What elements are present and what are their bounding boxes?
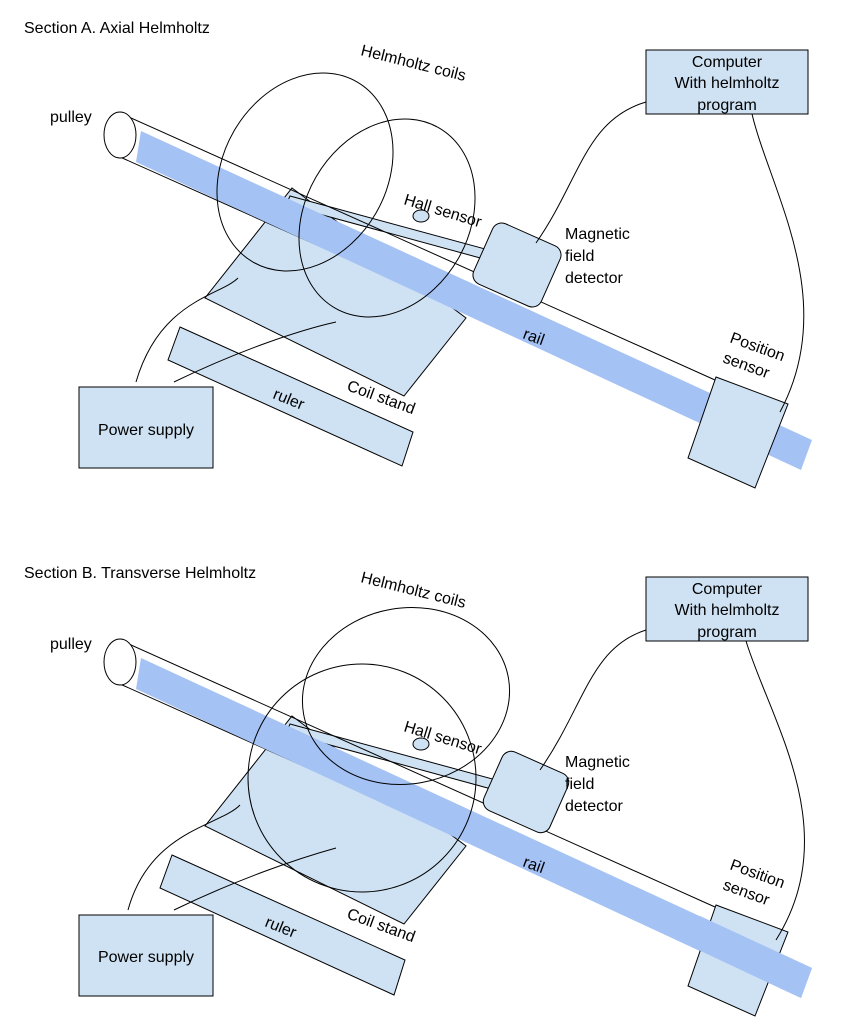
- hall-sensor: [412, 209, 430, 223]
- helmholtz-coil-right: [298, 118, 476, 318]
- position-sensor: [687, 376, 789, 489]
- rail-tube-edge-top: [119, 112, 716, 381]
- computer-label-3: program: [697, 97, 757, 114]
- cable-power-coil-right: [173, 321, 337, 383]
- detector-label-2: field: [565, 248, 594, 265]
- section-b-title: Section B. Transverse Helmholtz: [24, 565, 256, 582]
- rail-tube-edge-top: [119, 639, 716, 908]
- detector-label-1: Magnetic: [565, 226, 630, 243]
- rail-overlap: [690, 916, 812, 998]
- cable-position-computer: [745, 640, 805, 941]
- section-a-title: Section A. Axial Helmholtz: [24, 20, 210, 37]
- cable-power-coil-left: [135, 277, 239, 383]
- pulley: [103, 638, 137, 686]
- cable-position-computer: [751, 113, 805, 413]
- section-b: Section B. Transverse Helmholtz: [24, 565, 812, 1017]
- magnetic-field-detector: [482, 750, 570, 834]
- cable-detector-computer: [535, 101, 647, 244]
- power-supply-label: Power supply: [98, 422, 194, 439]
- hall-sensor-label: Hall sensor: [402, 719, 484, 759]
- power-supply-label: Power supply: [98, 949, 194, 966]
- helmholtz-coils-label: Helmholtz coils: [359, 42, 468, 85]
- computer-label-2: With helmholtz: [675, 75, 780, 92]
- section-a: Section A. Axial Helmholtz: [24, 20, 812, 489]
- hall-sensor: [412, 737, 430, 751]
- helmholtz-coil-front: [247, 663, 477, 893]
- rail: [136, 658, 812, 998]
- ruler: [167, 326, 414, 467]
- computer-label-2: With helmholtz: [675, 602, 780, 619]
- computer-label-3: program: [697, 624, 757, 641]
- computer: [645, 49, 809, 115]
- pulley-label: pulley: [50, 636, 92, 653]
- helmholtz-coils-label: Helmholtz coils: [359, 569, 468, 612]
- pulley: [103, 111, 137, 159]
- magnetic-field-detector: [472, 222, 562, 308]
- computer-label-1: Computer: [692, 581, 763, 598]
- computer-label-1: Computer: [692, 54, 763, 71]
- cable-power-coil-left: [127, 804, 241, 911]
- rail-label: rail: [521, 326, 547, 349]
- detector-label-1: Magnetic: [565, 754, 630, 771]
- cable-power-coil-right: [173, 847, 337, 911]
- ruler: [159, 854, 406, 996]
- helmholtz-coil-left: [216, 72, 394, 272]
- computer: [645, 576, 809, 642]
- cable-detector-computer: [539, 629, 647, 771]
- rail: [136, 131, 812, 470]
- detector-label-3: detector: [565, 798, 623, 815]
- power-supply: [78, 386, 214, 469]
- detector-label-3: detector: [565, 270, 623, 287]
- power-supply: [78, 914, 214, 997]
- rail-label: rail: [521, 854, 547, 877]
- helmholtz-coil-back: [301, 606, 511, 786]
- pulley-label: pulley: [50, 109, 92, 126]
- detector-label-2: field: [565, 776, 594, 793]
- hall-sensor-label: Hall sensor: [402, 192, 484, 232]
